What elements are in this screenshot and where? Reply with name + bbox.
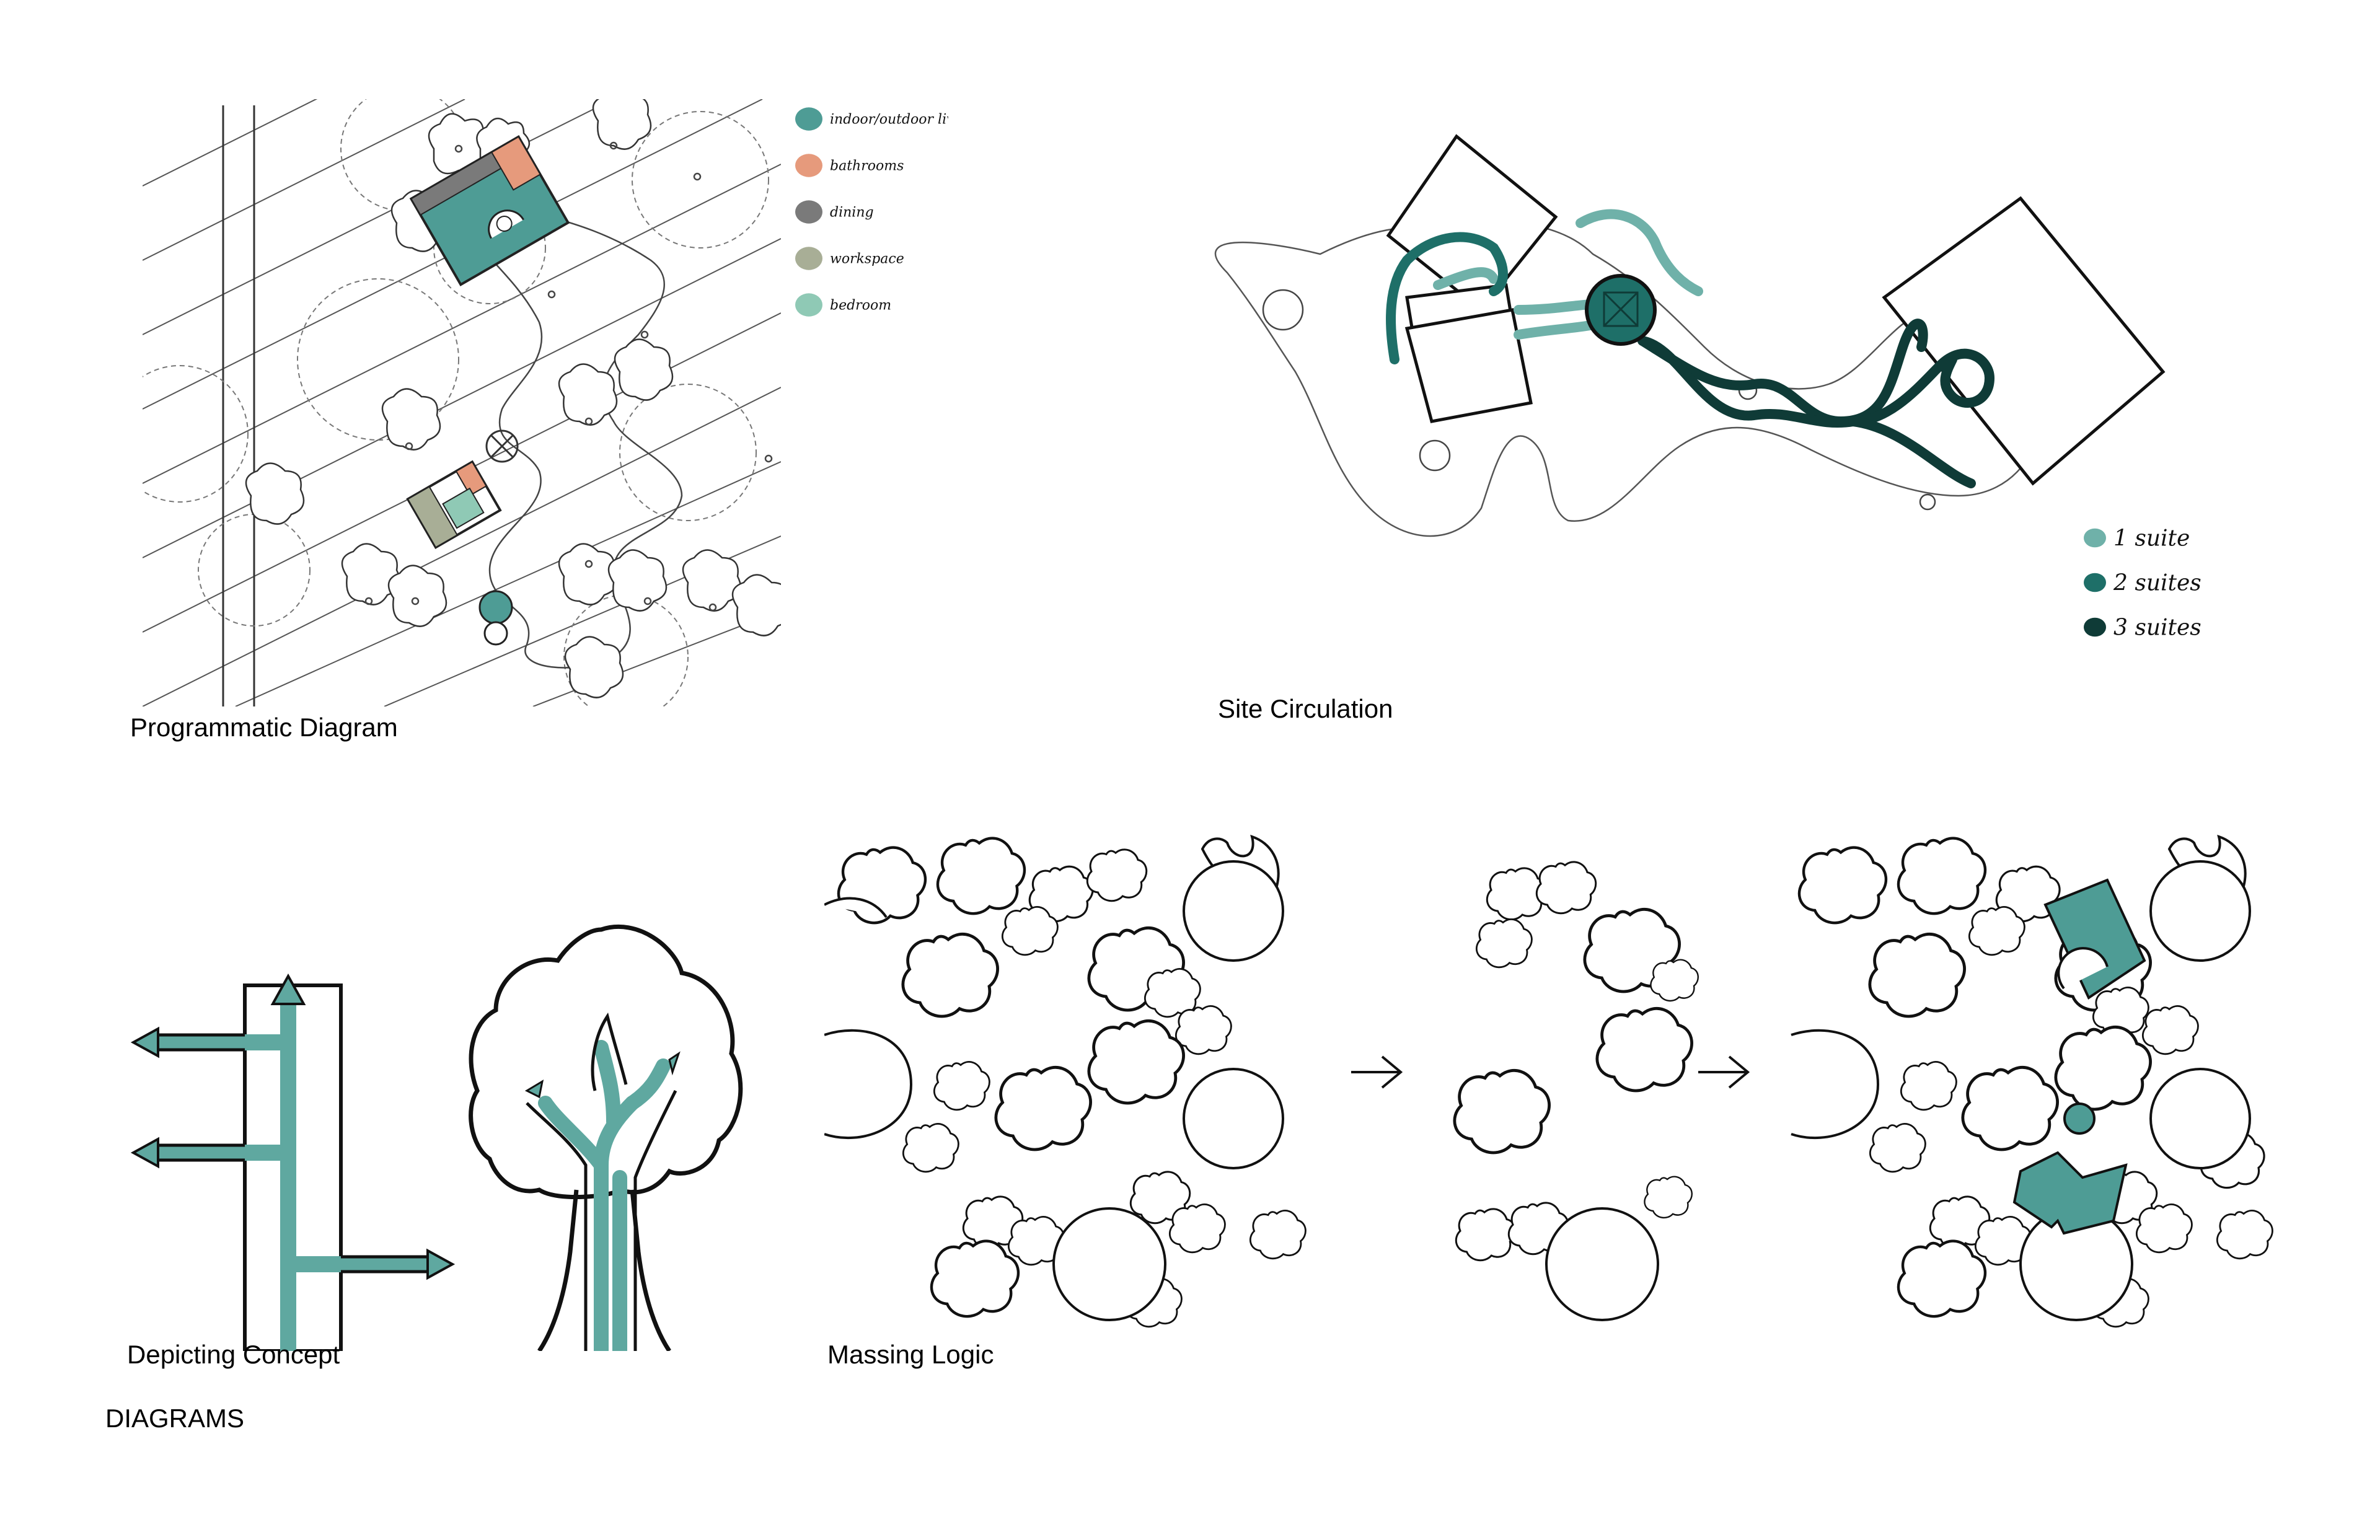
roundabout-symbol: [485, 429, 519, 463]
path-2-suites: [1386, 232, 1508, 364]
programmatic-diagram-caption: Programmatic Diagram: [130, 713, 398, 742]
programmatic-legend-swatch-0: [795, 107, 822, 131]
massing-step-1: [824, 834, 1307, 1328]
programmatic-legend-label-3: workspace: [830, 252, 904, 267]
programmatic-legend-swatch-2: [795, 200, 822, 224]
massing-step-3: [1791, 834, 2273, 1328]
circulation-legend-swatch-0: [2084, 528, 2106, 548]
programmatic-legend-swatch-4: [795, 293, 822, 317]
dining-pod: [478, 590, 513, 646]
main-suite-plan: [409, 134, 570, 287]
branching-diagram: [130, 973, 456, 1351]
programmatic-legend-swatch-3: [795, 247, 822, 270]
road: [222, 105, 255, 706]
circulation-legend-label-1: 2 suites: [2113, 571, 2202, 596]
programmatic-legend-label-4: bedroom: [830, 298, 891, 314]
small-suite-plan: [406, 460, 502, 550]
massing-logic-caption: Massing Logic: [827, 1340, 994, 1369]
programmatic-legend-label-1: bathrooms: [830, 159, 904, 174]
programmatic-legend-label-2: dining: [830, 205, 874, 221]
massing-logic-panel: [824, 824, 2312, 1351]
depicting-concept-panel: [124, 905, 775, 1351]
site-nodes: [1262, 289, 1936, 511]
massing-step-2: [1455, 861, 1699, 1321]
sheet-title: DIAGRAMS: [105, 1404, 245, 1433]
concept-drawing: [130, 924, 743, 1351]
tree-drawing: [469, 924, 743, 1351]
site-circulation-caption: Site Circulation: [1218, 694, 1393, 723]
right-arrow-icon: [1351, 1055, 1403, 1089]
site-circulation-plan: 1 suite 2 suites 3 suites: [1215, 134, 2202, 641]
programmatic-legend-swatch-1: [795, 154, 822, 177]
circulation-legend-swatch-1: [2084, 573, 2106, 592]
circulation-hub: [1585, 274, 1657, 346]
massing-logic-sequence: [824, 834, 2273, 1328]
circulation-legend-label-2: 3 suites: [2113, 615, 2202, 641]
suite-boxes: [1386, 134, 2166, 486]
circulation-legend: 1 suite 2 suites 3 suites: [2084, 526, 2202, 641]
circulation-legend-swatch-2: [2084, 617, 2106, 637]
programmatic-legend: indoor/outdoor living space bathrooms dini…: [795, 107, 948, 317]
massing-volumes: [2012, 878, 2146, 1235]
right-arrow-icon: [1698, 1055, 1750, 1089]
programmatic-diagram-panel: indoor/outdoor living space bathrooms dini…: [143, 99, 948, 706]
arrowheads: [130, 973, 456, 1280]
circulation-legend-label-0: 1 suite: [2113, 526, 2190, 552]
site-boundary: [1215, 221, 2043, 537]
depicting-concept-caption: Depicting Concept: [127, 1340, 340, 1369]
tree-symbols: [364, 141, 773, 612]
path-3-suites: [1637, 319, 1995, 488]
programmatic-site-plan: indoor/outdoor living space bathrooms dini…: [143, 99, 948, 706]
programmatic-legend-label-0: indoor/outdoor living space: [830, 112, 948, 128]
site-circulation-panel: 1 suite 2 suites 3 suites: [1209, 124, 2231, 657]
